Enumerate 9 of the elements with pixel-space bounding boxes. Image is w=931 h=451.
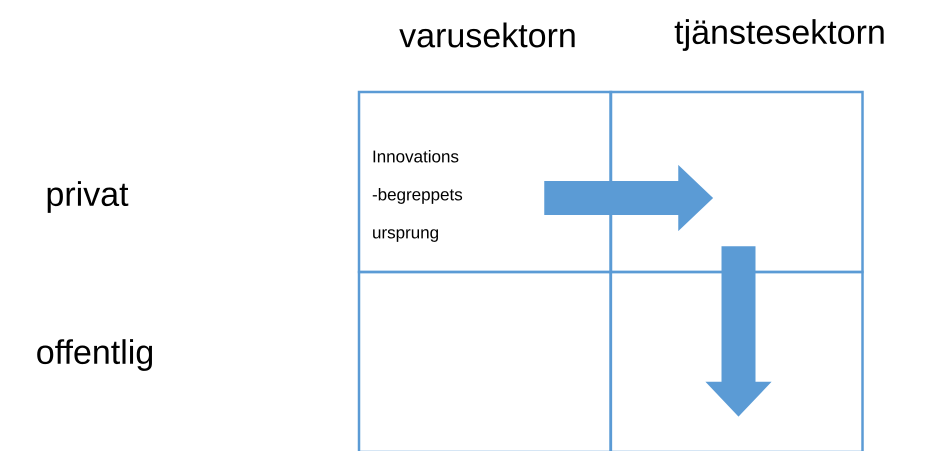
column-header: varusektorn <box>399 22 575 48</box>
grid-cell <box>358 90 612 274</box>
row-header: privat <box>48 181 128 213</box>
grid-cell <box>609 270 864 451</box>
grid-cell <box>358 270 612 451</box>
grid-cell <box>609 90 864 274</box>
cell-text: Innovations -begreppets ursprung <box>372 150 462 242</box>
column-header: tjänstesektorn <box>674 19 884 51</box>
row-header: offentlig <box>37 339 152 371</box>
